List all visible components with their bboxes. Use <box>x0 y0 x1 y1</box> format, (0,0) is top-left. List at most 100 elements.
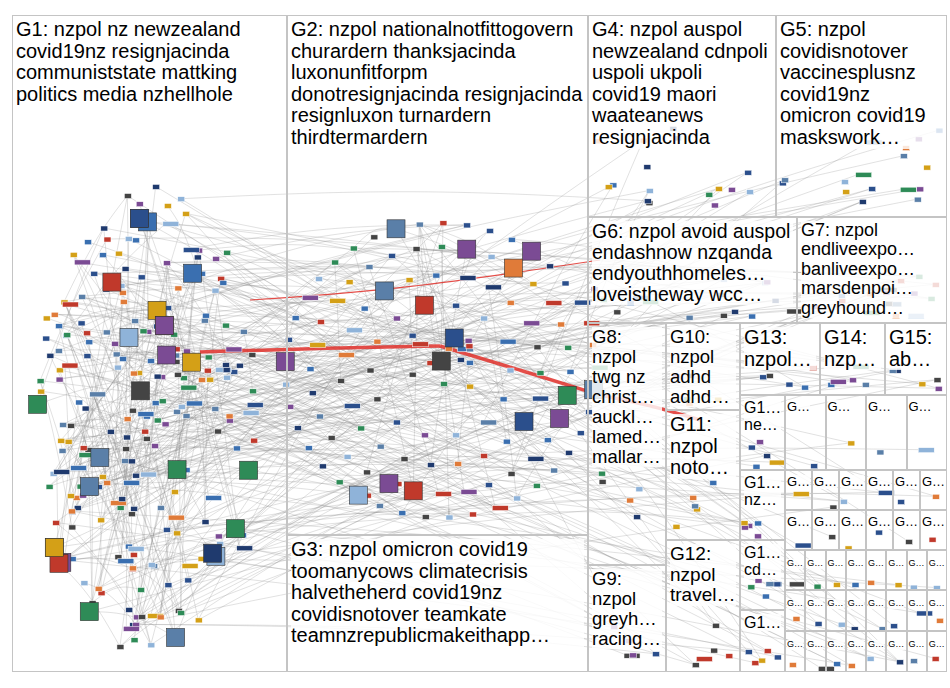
vertex-mark <box>745 170 752 175</box>
avatar-icon <box>103 273 121 291</box>
group-label: G… <box>848 640 864 650</box>
edge-line <box>167 206 198 273</box>
edge-line <box>50 355 176 637</box>
vertex-mark <box>223 368 230 373</box>
vertex-mark <box>802 385 809 390</box>
group-box: G15: ab… <box>885 323 947 395</box>
vertex-mark <box>766 582 782 587</box>
small-group-box: G… <box>866 550 886 590</box>
small-group-box: G… <box>785 470 812 510</box>
vertex-mark <box>374 339 381 344</box>
vertex-mark <box>900 154 907 159</box>
vertex-mark <box>62 363 78 368</box>
vertex-mark <box>932 656 939 661</box>
vertex-mark <box>138 275 145 280</box>
vertex-mark <box>37 379 44 384</box>
vertex-mark <box>143 436 150 441</box>
vertex-mark <box>63 333 70 338</box>
group-box: G13: nzpol… <box>740 323 820 395</box>
vertex-mark <box>147 359 154 364</box>
vertex-mark <box>876 530 883 535</box>
edge-line <box>115 189 904 343</box>
edge-line <box>121 285 198 619</box>
vertex-mark <box>220 280 227 285</box>
group-label: G… <box>909 400 932 414</box>
group-label: G… <box>787 475 810 489</box>
group-box: G14: nzp… <box>820 323 885 395</box>
small-group-box: G… <box>839 510 866 550</box>
vertex-mark <box>198 377 205 382</box>
vertex-mark <box>222 323 229 328</box>
edge-line <box>136 420 230 624</box>
vertex-mark <box>332 260 339 265</box>
vertex-mark <box>530 282 537 287</box>
vertex-mark <box>194 255 201 260</box>
edge-line <box>458 362 470 463</box>
vertex-mark <box>932 494 939 499</box>
vertex-mark <box>152 444 159 449</box>
edge-line <box>297 318 483 428</box>
strong-edge <box>250 260 600 300</box>
vertex-mark <box>464 223 471 228</box>
small-group-box: G… <box>907 550 927 590</box>
vertex-mark <box>830 379 846 384</box>
vertex-mark <box>646 189 653 194</box>
group-label: G… <box>909 640 925 650</box>
vertex-mark <box>124 435 131 440</box>
edge-line <box>441 361 553 470</box>
group-box: G3: nzpol omicron covid19 toomanycows cl… <box>287 535 588 672</box>
group-box: G12: nzpol travel… <box>666 540 740 672</box>
edge-line <box>235 529 627 656</box>
group-label: G… <box>807 640 823 650</box>
vertex-mark <box>70 252 77 257</box>
avatar-icon <box>445 329 463 347</box>
vertex-mark <box>789 663 796 668</box>
vertex-mark <box>59 448 66 453</box>
vertex-mark <box>900 187 916 192</box>
vertex-mark <box>485 285 501 290</box>
vertex-mark <box>202 313 209 318</box>
vertex-mark <box>212 406 219 411</box>
vertex-mark <box>129 566 136 571</box>
edge-line <box>56 522 900 661</box>
vertex-mark <box>183 414 190 419</box>
vertex-mark <box>115 251 122 256</box>
vertex-mark <box>508 237 515 242</box>
group-label: G7: nzpol endliveexpo… banliveexpo… mars… <box>801 221 943 318</box>
vertex-mark <box>64 333 71 338</box>
vertex-mark <box>841 180 848 185</box>
group-label: G… <box>828 400 851 414</box>
vertex-mark <box>782 178 789 183</box>
edge-line <box>166 403 189 529</box>
vertex-mark <box>366 265 373 270</box>
vertex-mark <box>43 336 50 341</box>
vertex-mark <box>789 582 805 587</box>
vertex-mark <box>112 341 119 346</box>
vertex-mark <box>393 316 400 321</box>
vertex-mark <box>852 582 859 587</box>
group-label: G… <box>868 559 884 569</box>
vertex-mark <box>752 661 759 666</box>
vertex-mark <box>46 484 53 489</box>
vertex-mark <box>182 563 198 568</box>
avatar-icon <box>168 461 186 479</box>
vertex-mark <box>319 464 326 469</box>
vertex-mark <box>183 211 190 216</box>
vertex-mark <box>317 319 324 324</box>
vertex-mark <box>99 474 106 479</box>
vertex-mark <box>755 521 762 526</box>
vertex-mark <box>440 221 447 226</box>
small-group-box: G1… ne… <box>740 395 785 470</box>
group-label: G… <box>828 559 844 569</box>
vertex-mark <box>309 391 316 396</box>
vertex-mark <box>764 454 771 459</box>
group-label: G… <box>814 475 837 489</box>
edge-line <box>288 297 305 339</box>
small-group-box: G… <box>846 631 866 672</box>
vertex-mark <box>762 594 769 599</box>
vertex-mark <box>74 260 90 265</box>
avatar-icon <box>91 449 109 467</box>
small-group-box: G… <box>907 590 927 631</box>
vertex-mark <box>212 288 219 293</box>
vertex-mark <box>307 367 314 372</box>
